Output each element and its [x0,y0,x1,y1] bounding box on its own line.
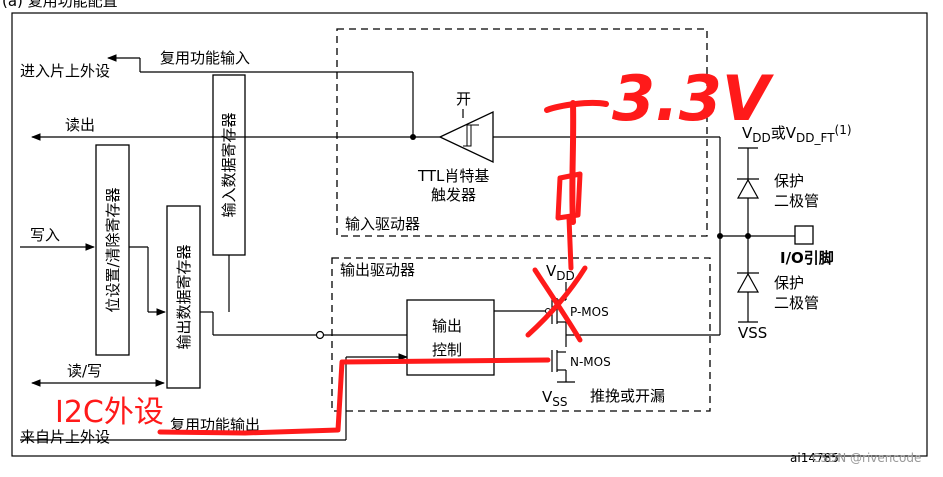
upper-protect-label-1: 保护 [774,172,804,190]
write-in-label: 写入 [30,226,60,244]
lower-protect-label-1: 保护 [774,274,804,292]
pullup-tee-stem [569,100,577,225]
pullup-resistor-icon [555,171,583,221]
bit-set-reset-register [95,144,130,356]
bit-set-reset-register-label: 位设置/清除寄存器 [104,187,122,312]
output-control-label-2: 控制 [432,341,462,359]
outer-frame [11,12,928,457]
pin-junction-left [717,233,723,239]
output-control-block [406,299,495,376]
lower-protect-label-2: 二极管 [774,294,819,312]
vdd-label: VDD [546,262,575,283]
i2c-annotation: I2C外设 [55,395,164,430]
i2c-route-end [157,429,248,436]
upper-protect-label-2: 二极管 [774,192,819,210]
alt-output-label: 复用功能输出 [170,416,260,434]
pmos-cross-mark [525,265,588,343]
vdd-or-vddft-label: VDD或VDD_FT(1) [742,123,852,145]
ttl-schmitt-label-1: TTL肖特基 [417,167,489,185]
figure-id: ai14785 [790,451,839,465]
i2c-route-line [242,357,551,436]
voltage-annotation: 3.3V [612,62,775,135]
io-pin-pad [794,225,814,245]
hysteresis-icon [463,124,479,147]
enter-peripheral-label: 进入片上外设 [20,62,110,80]
lower-diode-icon [736,272,760,293]
alt-input-label: 复用功能输入 [160,49,250,67]
input-data-register [212,74,246,256]
nmos-label: N-MOS [570,355,611,369]
output-data-register [166,205,201,389]
watermark: CSDN @rivencode [812,451,921,465]
read-out-label: 读出 [65,116,95,134]
pmos-label: P-MOS [570,305,609,319]
vss-right-label: VSS [738,324,767,342]
upper-diode-icon [736,178,760,199]
on-label: 开 [456,90,471,108]
header-cut-text: (a) 复用功能配置 [2,0,118,10]
pullup-tee-bar [544,99,609,113]
read-write-label: 读/写 [67,362,102,380]
output-driver-label: 输出驱动器 [340,261,415,279]
push-pull-label: 推挽或开漏 [590,387,665,405]
output-data-register-label: 输出数据寄存器 [175,244,193,349]
pullup-lead [566,215,574,271]
from-peripheral-label: 来自片上外设 [20,428,110,446]
red-annotations: 3.3V I2C外设 [55,62,775,436]
input-driver-box [336,28,708,237]
input-data-register-label: 输入数据寄存器 [220,112,238,217]
output-control-label-1: 输出 [432,317,462,335]
vss-bottom-label: VSS [542,388,568,409]
input-driver-label: 输入驱动器 [345,215,420,233]
io-pin-label: I/O引脚 [780,249,834,267]
ttl-schmitt-label-2: 触发器 [431,186,476,204]
read-junction [410,134,416,140]
mux-switch-node [315,330,325,340]
